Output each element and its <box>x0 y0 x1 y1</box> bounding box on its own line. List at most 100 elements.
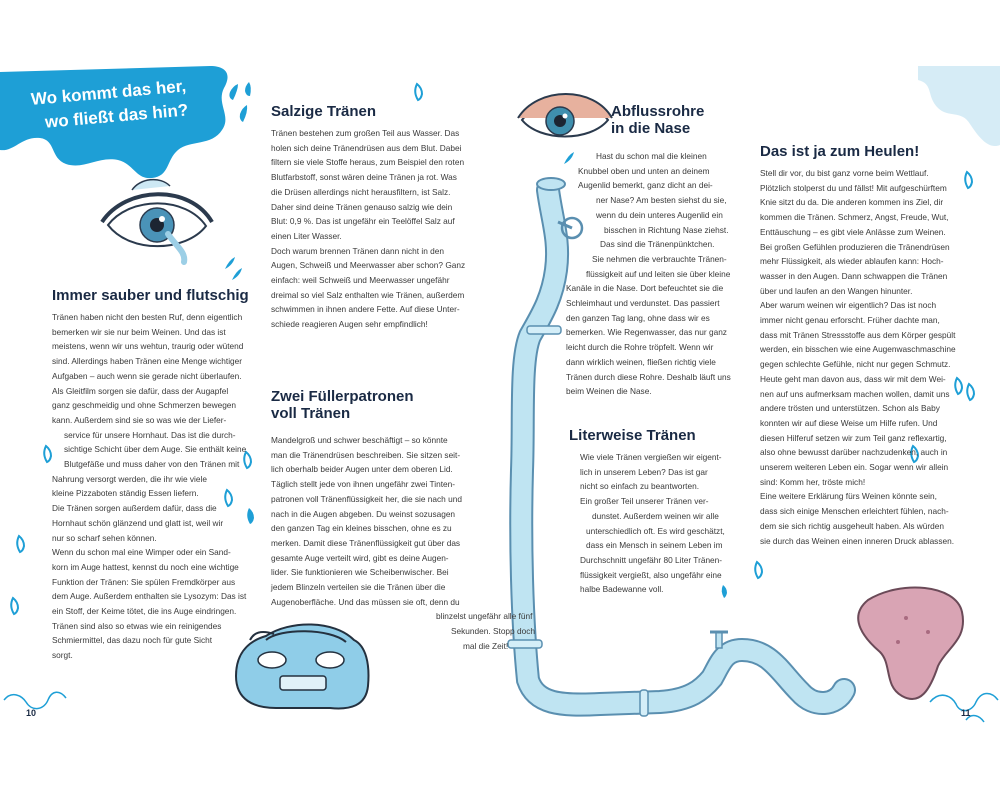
col3b-line: lich in unserem Leben? Das ist gar <box>580 466 708 477</box>
col3a-line: Sie nehmen die verbrauchte Tränen- <box>592 253 727 264</box>
heading-salzige-traenen: Salzige Tränen <box>271 103 377 120</box>
col4-line: dass sich einige Menschen erleichtert fü… <box>760 506 949 517</box>
col4-line: also ohne bewusst darüber nachzudenken, … <box>760 447 948 458</box>
col1-line: Die Tränen sorgen außerdem dafür, dass d… <box>52 503 217 514</box>
teardrop-icon <box>232 268 242 280</box>
col1-line: sind. Allerdings haben Tränen eine Menge… <box>52 356 243 367</box>
col4-line: über und laufen an den Wangen hinunter. <box>760 285 913 296</box>
col3a-line: Tränen durch diese Rohre. Deshalb läuft … <box>566 371 731 382</box>
teardrop-icon <box>16 534 26 554</box>
col2b-line: lider. Sie funktionieren wie Scheibenwis… <box>271 567 449 578</box>
page-number-right: 11 <box>961 708 971 718</box>
col4-line: Enttäuschung – es gibt viele Anlässe zum… <box>760 226 946 237</box>
teardrop-icon <box>225 257 235 269</box>
col1-line: Aufgaben – auch wenn sie gerade nicht üb… <box>52 370 242 381</box>
nose-icon <box>857 586 965 701</box>
col1-line: Funktion der Tränen: Sie spülen Fremdkör… <box>52 576 236 587</box>
col1-line: bemerken wir sie nur beim Weinen. Und da… <box>52 326 226 337</box>
col1-line: Als Gleitfilm sorgen sie dafür, dass der… <box>52 385 229 396</box>
col1-line: Wenn du schon mal eine Wimper oder ein S… <box>52 547 231 558</box>
col4-line: Heute geht man davon aus, dass wir mit d… <box>760 373 946 384</box>
book-spread <box>0 62 1000 724</box>
text-literweise: Wie viele Tränen vergießen wir eigent-li… <box>580 450 725 597</box>
col2a-line: filtern sie viele Stoffe heraus, zum Bei… <box>271 157 465 168</box>
text-salzige-traenen: Tränen bestehen zum großen Teil aus Wass… <box>271 126 465 332</box>
col1-line: Blutgefäße und muss daher von den Tränen… <box>64 459 240 470</box>
col1-line: service für unsere Hornhaut. Das ist die… <box>64 429 236 440</box>
col3a-line: Knubbel oben und unten an deinem <box>578 165 710 176</box>
col4-line: unserem weiteren Leben ein. Sogar wenn w… <box>760 462 949 473</box>
col3a-line: leicht durch die Rohre tröpfelt. Wenn wi… <box>566 342 714 353</box>
col4-line: dem sie sich richtig ausgeheult haben. A… <box>760 520 945 531</box>
col1-line: Tränen sind also so etwas wie ein reinig… <box>52 620 222 631</box>
col1-line: kleine Pizzaboten ständig Essen liefern. <box>52 488 199 499</box>
teardrop-icon <box>243 450 253 470</box>
teardrop-icon <box>224 488 234 508</box>
col2b-line: patronen voll Tränenflüssigkeit her, die… <box>271 493 462 504</box>
col3a-line: Das sind die Tränenpünktchen. <box>600 239 715 250</box>
col4-line: diesen Hilferuf setzen wir zum Teil ganz… <box>760 432 947 443</box>
col2b-line: den ganzen Tag ein kleines bisschen, ohn… <box>271 523 452 534</box>
col3a-line: Kanäle in die Nase. Dort befeuchtet sie … <box>566 283 724 294</box>
teardrop-icon <box>239 105 248 122</box>
teardrop-icon <box>954 376 964 396</box>
col1-line: sorgt. <box>52 650 73 661</box>
col3a-line: den ganzen Tag lang, ohne dass wir es <box>566 312 710 323</box>
col2a-line: schiede reagieren Augen sehr empfindlich… <box>271 319 428 330</box>
col1-line: kann. Außerdem sind sie so was wie der L… <box>52 414 227 425</box>
col1-line: ein Stoff, der Keime tötet, die ins Auge… <box>52 606 237 617</box>
col4-line: Knie sitzt du da. Die anderen kommen ins… <box>760 197 944 208</box>
col3a-line: bisschen in Richtung Nase ziehst. <box>604 224 729 235</box>
col4-line: konnten wir auf diese Weise um Hilfe ruf… <box>760 417 938 428</box>
col4-line: gegen schlechte Gefühle, nicht nur gegen… <box>760 359 951 370</box>
teardrop-icon <box>229 84 238 100</box>
col3b-line: Ein großer Teil unserer Tränen ver- <box>580 496 709 507</box>
col2b-line: blinzelst ungefähr alle fünf <box>436 611 533 622</box>
col1-line: korn im Auge hattest, kennst du noch ein… <box>52 561 239 572</box>
teardrop-icon <box>247 508 254 524</box>
col3a-line: ner Nase? Am besten siehst du sie, <box>596 195 727 206</box>
col3a-line: Schleimhaut und verdunstet. Das passiert <box>566 298 720 309</box>
col2a-line: Blutfarbstoff, sonst wären deine Tränen … <box>271 172 457 183</box>
teardrop-icon <box>10 596 20 616</box>
col2a-line: Tränen bestehen zum großen Teil aus Wass… <box>271 128 460 138</box>
col2b-line: jedem Blinzeln verteilen sie die Tränen … <box>271 582 446 593</box>
teardrop-icon <box>721 585 727 598</box>
col2b-line: gesamte Auge verteilt wird, gibt es dein… <box>271 552 449 563</box>
wave-decoration <box>929 692 999 712</box>
heading-fuellerpatronen-line-1: Zwei Füllerpatronen <box>271 388 414 405</box>
col4-line: Bei großen Gefühlen produzieren die Trän… <box>760 241 950 252</box>
col1-line: sichtige Schicht über dem Auge. Sie enth… <box>64 444 247 455</box>
splash-right <box>918 66 1000 147</box>
teardrop-icon <box>43 444 53 464</box>
col4-line: mehr Flüssigkeit, als wieder ablaufen ka… <box>760 256 944 267</box>
heading-abflussrohre-line-1: Abflussrohre <box>611 103 705 120</box>
col1-line: Tränen haben nicht den besten Ruf, denn … <box>52 312 243 322</box>
col4-line: nen auf uns aufmerksam machen wollen, da… <box>760 388 950 399</box>
teardrop-icon <box>910 444 920 464</box>
col2a-line: Doch warum brennen Tränen dann nicht in … <box>271 245 444 256</box>
col2a-line: einen Liter Wasser. <box>271 230 342 241</box>
col2b-line: Sekunden. Stopp doch <box>451 626 535 637</box>
text-fuellerpatronen: Mandelgroß und schwer beschäftigt – so k… <box>271 433 535 654</box>
col4-line: Plötzlich stolperst du und fällst! Mit a… <box>760 182 947 193</box>
col3b-line: halbe Badewanne voll. <box>580 584 664 595</box>
col4-line: kommen die Tränen. Schmerz, Angst, Freud… <box>760 212 949 223</box>
col3b-line: nicht so einfach zu beantworten. <box>580 481 699 492</box>
heading-zum-heulen: Das ist ja zum Heulen! <box>760 143 920 160</box>
col4-line: Eine weitere Erklärung fürs Weinen könnt… <box>760 491 937 502</box>
col2a-line: die Drüsen allerdings nicht herausfilter… <box>271 186 451 197</box>
col1-line: ganz geschmeidig und ohne Schmerzen bewe… <box>52 400 237 411</box>
heading-abflussrohre: Abflussrohre in die Nase <box>611 103 705 138</box>
col3b-line: unterschiedlich oft. Es wird geschätzt, <box>586 525 725 536</box>
col2b-line: Augenoberfläche. Und das müssen sie oft,… <box>271 596 460 607</box>
col3a-line: Augenlid bemerkt, ganz dicht an dei- <box>578 180 713 191</box>
col2a-line: Augen, Schweiß und Meerwasser aber schon… <box>271 260 466 271</box>
splash-banner <box>0 66 228 179</box>
col2a-line: Blut: 0,9 %. Das ist ungefähr ein Teelöf… <box>271 216 455 227</box>
col2a-line: schwimmen in ihnen andere Fette. Auf die… <box>271 304 460 315</box>
wave-decoration <box>965 714 985 723</box>
heading-fuellerpatronen-line-2: voll Tränen <box>271 404 351 422</box>
